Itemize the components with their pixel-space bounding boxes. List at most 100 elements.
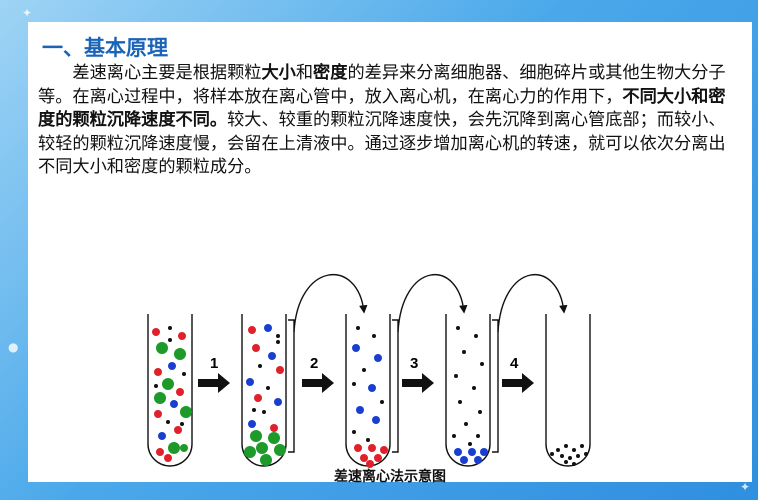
particle (158, 432, 166, 440)
particle (168, 442, 180, 454)
transfer-arrow (397, 274, 468, 333)
particle (564, 444, 568, 448)
particle (168, 338, 172, 342)
particle (360, 454, 368, 462)
particle (180, 422, 184, 426)
particle (560, 454, 564, 458)
step-arrow (198, 373, 230, 393)
particle (266, 386, 270, 390)
particle (152, 328, 160, 336)
tube-3 (345, 314, 391, 467)
particle (154, 410, 162, 418)
particle (162, 378, 174, 390)
particle (246, 378, 254, 386)
particle (168, 326, 172, 330)
particle (274, 444, 286, 456)
text-bold: 不同大小和密度的颗粒沉降速度不同。 (38, 86, 726, 131)
sparkle-icon: ✦ (740, 480, 751, 494)
particle (244, 446, 256, 458)
particle (564, 460, 568, 464)
particle (460, 456, 468, 464)
particle (576, 454, 580, 458)
particle (356, 406, 364, 414)
particle (164, 454, 172, 462)
particle (454, 448, 462, 456)
transfer-arrow (293, 274, 368, 333)
particle (252, 408, 256, 412)
section-heading: 一、基本原理 (42, 36, 168, 60)
particle (254, 394, 262, 402)
particle (580, 444, 584, 448)
centrifugation-diagram: 1 2 3 4 (147, 274, 591, 468)
tube-5 (545, 314, 591, 467)
particle (154, 392, 166, 404)
particle (572, 448, 576, 452)
particle (550, 452, 554, 456)
particle (166, 420, 170, 424)
particle (584, 452, 588, 456)
particle (368, 444, 376, 452)
particle (176, 388, 184, 396)
particle (274, 398, 282, 406)
particle (174, 426, 182, 434)
particle (352, 382, 356, 386)
bracket (392, 319, 399, 453)
step-arrow (302, 373, 334, 393)
particle (374, 454, 382, 462)
particle (362, 368, 366, 372)
slide-content: 一、基本原理 差速离心主要是根据颗粒大小和密度的差异来分离细胞器、细胞碎片或其他… (28, 22, 752, 485)
particle (270, 424, 278, 432)
particle (182, 372, 186, 376)
particle (474, 334, 478, 338)
text-run: 差速离心主要是根据颗粒 (38, 63, 262, 83)
step-arrow (402, 373, 434, 393)
particle (260, 454, 272, 466)
diagram-caption: 差速离心法示意图 (334, 469, 446, 485)
sparkle-icon: ✦ (22, 6, 33, 20)
tube-4 (445, 314, 491, 467)
particle (468, 442, 472, 446)
text-run: 较大、较重的颗粒沉降速度快，会先沉降到离心管底部；而较小、较轻的颗粒沉降速度慢，… (38, 110, 726, 177)
particle (264, 324, 272, 332)
particle (474, 456, 482, 464)
bracket (288, 319, 295, 453)
particle (258, 364, 262, 368)
particle (572, 462, 576, 466)
particle (252, 344, 260, 352)
particle (372, 334, 376, 338)
particle (472, 386, 476, 390)
particle (170, 400, 178, 408)
particle (178, 332, 186, 340)
particle (452, 434, 456, 438)
particle (476, 434, 480, 438)
particle (248, 420, 256, 428)
transfer-arrow (497, 274, 568, 333)
particle (456, 326, 460, 330)
particle (480, 362, 484, 366)
particle (276, 334, 280, 338)
particle (356, 326, 360, 330)
particle (352, 430, 356, 434)
body-paragraph: 差速离心主要是根据颗粒大小和密度的差异来分离细胞器、细胞碎片或其他生物大分子等。… (38, 62, 728, 180)
particle (154, 384, 158, 388)
particle (168, 362, 176, 370)
step-label: 4 (510, 355, 519, 372)
text-bold: 大小 (261, 63, 296, 83)
particle (248, 326, 256, 334)
bracket (492, 319, 499, 453)
particle (156, 448, 164, 456)
particle (276, 366, 284, 374)
particle (468, 448, 476, 456)
particle (464, 422, 468, 426)
particle (478, 410, 482, 414)
step-arrow (502, 373, 534, 393)
text-run: 和 (295, 63, 314, 83)
particle (372, 416, 380, 424)
particle (380, 446, 388, 454)
particle (180, 444, 188, 452)
particle (180, 406, 192, 418)
particle (268, 432, 280, 444)
particle (256, 442, 268, 454)
particle (480, 448, 488, 456)
particle (366, 438, 370, 442)
